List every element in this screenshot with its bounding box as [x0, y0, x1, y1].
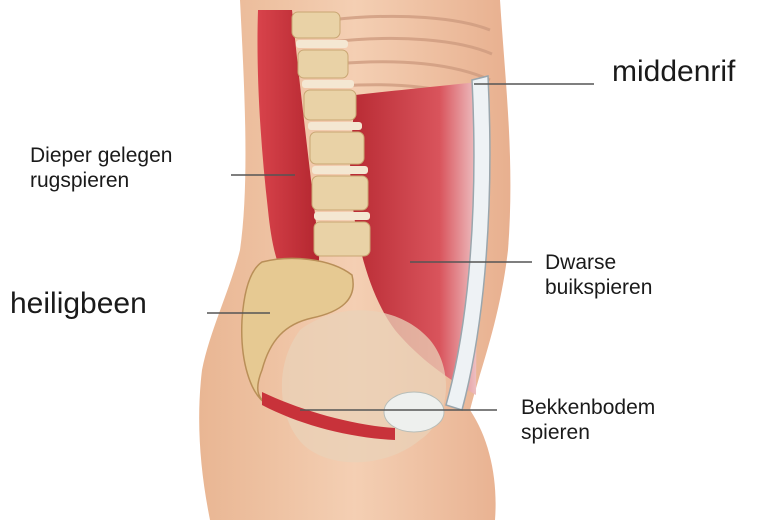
label-pelvic-floor-muscles: Bekkenbodem spieren — [521, 396, 655, 446]
label-pelvic-floor-muscles-line2: spieren — [521, 421, 655, 446]
label-transverse-abdominals: Dwarse buikspieren — [545, 251, 652, 301]
label-deep-back-muscles-line2: rugspieren — [30, 169, 172, 194]
label-sacrum-text: heiligbeen — [10, 286, 147, 321]
label-diaphragm: middenrif — [612, 54, 735, 89]
label-sacrum: heiligbeen — [10, 286, 147, 321]
pubic-bone — [384, 392, 444, 432]
label-diaphragm-text: middenrif — [612, 54, 735, 89]
label-transverse-abdominals-line1: Dwarse — [545, 251, 652, 276]
label-deep-back-muscles-line1: Dieper gelegen — [30, 144, 172, 169]
label-deep-back-muscles: Dieper gelegen rugspieren — [30, 144, 172, 194]
label-pelvic-floor-muscles-line1: Bekkenbodem — [521, 396, 655, 421]
label-transverse-abdominals-line2: buikspieren — [545, 276, 652, 301]
